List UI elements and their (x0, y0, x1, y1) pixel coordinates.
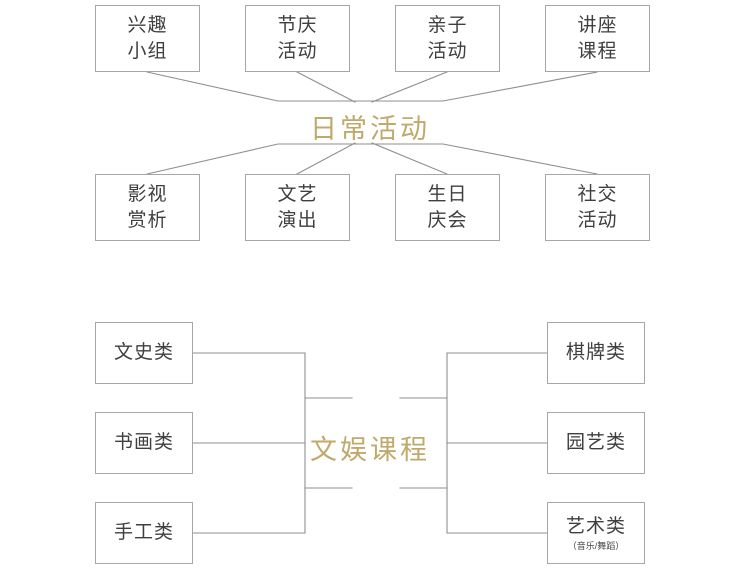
node-label-line1: 生日 (427, 184, 468, 206)
node-label-line1: 书画类 (113, 432, 174, 454)
node-label-line2: 课程 (577, 40, 618, 62)
node-label-line1: 影视 (127, 184, 168, 206)
connector-bottom-2 (296, 142, 356, 175)
node-course-right-1[interactable]: 园艺类 (547, 412, 645, 474)
node-label-line1: 艺术类 (565, 515, 626, 537)
node-course-right-2[interactable]: 艺术类 （音乐/舞蹈） (547, 502, 645, 564)
node-course-left-0[interactable]: 文史类 (95, 322, 193, 384)
node-label-line1: 讲座 (577, 15, 618, 37)
node-label-line2: 活动 (277, 40, 318, 62)
node-label-line1: 节庆 (277, 15, 318, 37)
node-label-sub: （音乐/舞蹈） (567, 540, 625, 551)
node-label-line1: 手工类 (113, 522, 174, 544)
node-label-line1: 亲子 (427, 15, 468, 37)
node-label-line2: 活动 (577, 209, 618, 231)
node-label-line2: 活动 (427, 40, 468, 62)
node-course-left-1[interactable]: 书画类 (95, 412, 193, 474)
node-label-line1: 园艺类 (565, 432, 626, 454)
node-daily-bottom-2[interactable]: 生日 庆会 (395, 174, 500, 241)
node-daily-top-0[interactable]: 兴趣 小组 (95, 5, 200, 72)
node-label-line1: 社交 (577, 184, 618, 206)
node-label-line2: 庆会 (427, 209, 468, 231)
node-daily-top-2[interactable]: 亲子 活动 (395, 5, 500, 72)
node-label-line1: 文史类 (113, 342, 174, 364)
node-label-line1: 兴趣 (127, 15, 168, 37)
connector-top-2 (296, 71, 356, 103)
hub-entertainment-courses: 文娱课程 (310, 435, 430, 465)
node-daily-top-3[interactable]: 讲座 课程 (545, 5, 650, 72)
node-label-line2: 小组 (127, 40, 168, 62)
node-daily-bottom-3[interactable]: 社交 活动 (545, 174, 650, 241)
node-label-line2: 演出 (277, 209, 318, 231)
hub-daily-activities: 日常活动 (310, 114, 430, 144)
node-daily-top-1[interactable]: 节庆 活动 (245, 5, 350, 72)
connector-top-3 (371, 71, 448, 103)
connector-bottom-spine (146, 143, 598, 175)
connector-top-spine (146, 71, 598, 102)
connector-bottom-3 (371, 142, 448, 175)
node-daily-bottom-0[interactable]: 影视 赏析 (95, 174, 200, 241)
node-label-line1: 棋牌类 (565, 342, 626, 364)
node-course-left-2[interactable]: 手工类 (95, 502, 193, 564)
node-label-line2: 赏析 (127, 209, 168, 231)
node-label-line1: 文艺 (277, 184, 318, 206)
node-daily-bottom-1[interactable]: 文艺 演出 (245, 174, 350, 241)
node-course-right-0[interactable]: 棋牌类 (547, 322, 645, 384)
